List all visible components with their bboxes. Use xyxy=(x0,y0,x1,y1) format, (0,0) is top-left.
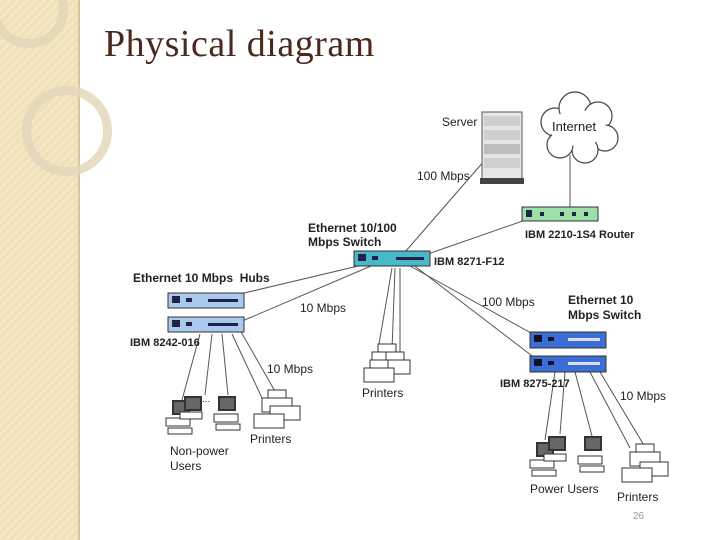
switch10-link-label: 100 Mbps xyxy=(482,295,535,309)
decorative-ring xyxy=(0,0,68,48)
hubs-model: IBM 8242-016 xyxy=(130,337,200,349)
hub-link-label: 10 Mbps xyxy=(300,301,347,315)
slide-title: Physical diagram xyxy=(104,23,375,65)
printers-center-label: Printers xyxy=(362,386,404,400)
hubs-title: Ethernet 10 Mbps Hubs xyxy=(133,271,270,285)
server-label: Server xyxy=(442,115,478,129)
switch10-model: IBM 8275-217 xyxy=(500,378,570,390)
workstation-icon xyxy=(179,396,203,420)
power-users-label: Power Users xyxy=(530,482,599,496)
printer-icon xyxy=(621,443,669,483)
switch10-users-link-label: 10 Mbps xyxy=(620,389,667,403)
switch-10mbps-icon xyxy=(529,331,607,349)
workstation-icon xyxy=(543,436,567,462)
printer-icon xyxy=(253,389,301,429)
internet-cloud-icon xyxy=(540,91,619,164)
printer-icon xyxy=(363,343,411,383)
printers-hub-label: Printers xyxy=(250,432,292,446)
hub-users-link-label: 10 Mbps xyxy=(267,362,314,376)
switch10-title: Ethernet 10 Mbps Switch xyxy=(568,293,642,322)
hub-icon xyxy=(167,316,245,333)
central-switch-icon xyxy=(353,250,431,267)
ellipsis: ... xyxy=(202,394,211,405)
switch-model: IBM 8271-F12 xyxy=(434,256,505,268)
decorative-ring xyxy=(22,86,112,176)
hub-icon xyxy=(167,292,245,309)
workstation-icon xyxy=(213,396,241,431)
sidebar-divider xyxy=(78,0,80,540)
page-number: 26 xyxy=(633,511,645,522)
connection-lines xyxy=(181,155,649,453)
switch-10mbps-icon xyxy=(529,355,607,373)
server-link-label: 100 Mbps xyxy=(417,169,470,183)
workstation-icon xyxy=(577,436,605,473)
router-icon xyxy=(521,206,599,222)
router-label: IBM 2210-1S4 Router xyxy=(525,229,635,241)
internet-label: Internet xyxy=(552,119,597,134)
printers-right-label: Printers xyxy=(617,490,659,504)
server-icon xyxy=(480,111,524,184)
switch-title: Ethernet 10/100 Mbps Switch xyxy=(308,221,397,249)
nonpower-users-label: Non-power Users xyxy=(170,444,229,473)
